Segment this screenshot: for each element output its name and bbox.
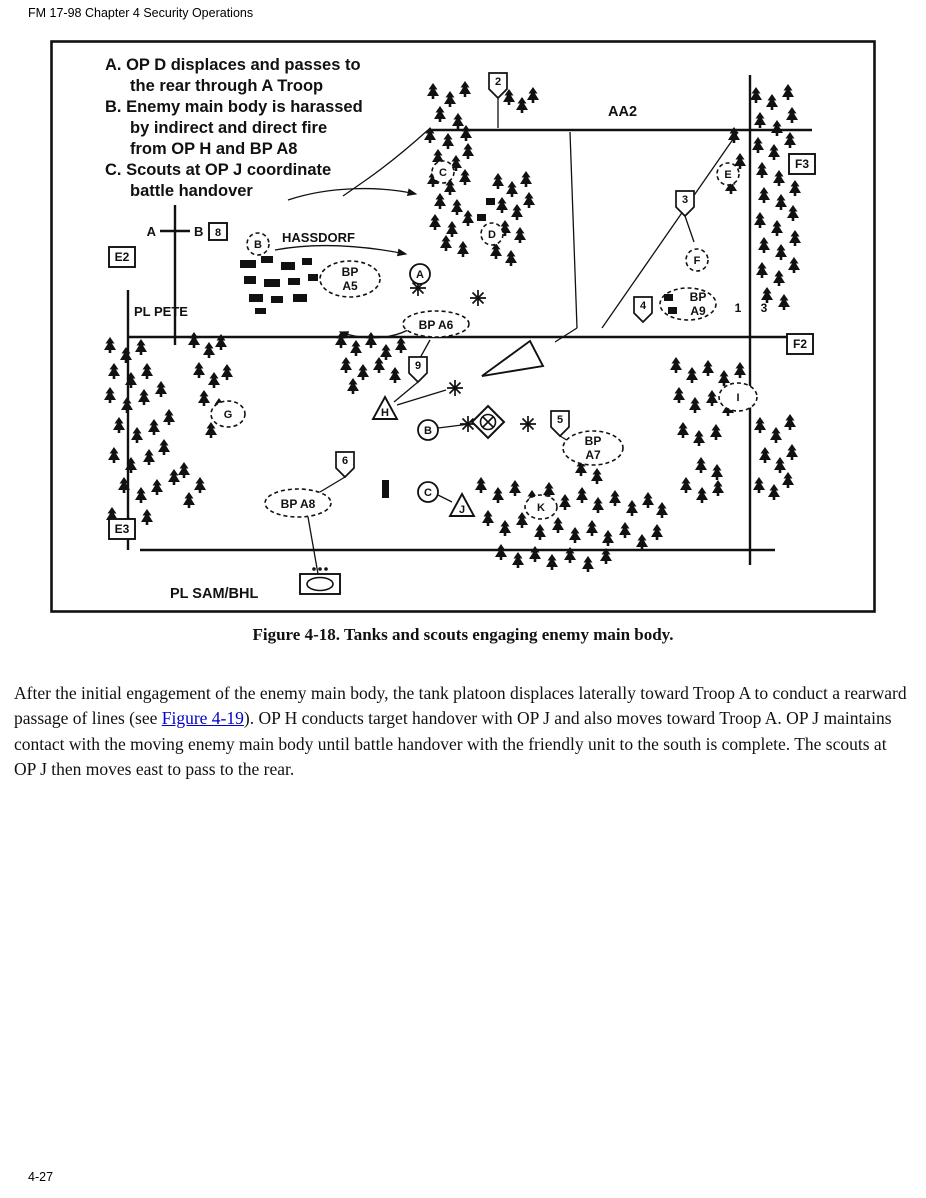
op-position-label: I — [736, 392, 739, 404]
assembly-area-label: AA2 — [608, 104, 637, 120]
op-position-k: K — [524, 494, 558, 520]
battle-position-a5: BP A5 — [319, 260, 381, 298]
figure-4-19-link[interactable]: Figure 4-19 — [161, 708, 244, 728]
bp-label: BP — [585, 434, 602, 448]
op-position-label: F — [694, 255, 701, 267]
boundary-box-label: F2 — [793, 337, 807, 351]
checkpoint-3: 3 — [675, 190, 695, 217]
checkpoint-label: 2 — [495, 76, 501, 88]
boundary-marker-e3: E3 — [108, 518, 136, 540]
bp-label: A5 — [342, 279, 358, 293]
boundary-left-label: A — [147, 224, 157, 239]
op-position-e: E — [716, 162, 740, 186]
boundary-box-label: E2 — [115, 250, 130, 264]
checkpoint-label: 5 — [557, 414, 563, 426]
page-number: 4-27 — [28, 1170, 54, 1184]
op-position-label: E — [724, 169, 731, 181]
op-position-label: C — [439, 167, 447, 179]
callout-label: C — [424, 487, 432, 499]
op-position-c: C — [431, 160, 455, 184]
legend-line: by indirect and direct fire — [130, 119, 327, 137]
battle-position-a9: BP A9 — [659, 287, 717, 321]
phase-line-pete-label: PL PETE — [134, 304, 188, 319]
boundary-marker-e2: E2 — [108, 246, 136, 268]
checkpoint-label: 6 — [342, 455, 348, 467]
figure-caption: Figure 4-18. Tanks and scouts engaging e… — [252, 625, 674, 644]
op-position-label: B — [254, 239, 262, 251]
town-label: HASSDORF — [282, 230, 355, 245]
op-position-label: G — [224, 409, 233, 421]
observation-post-j: J — [449, 493, 475, 517]
figure-4-18-map: A. OP D displaces and passes to the rear… — [50, 40, 876, 613]
boundary-marker-f2: F2 — [786, 333, 814, 355]
legend-line: A. OP D displaces and passes to — [105, 56, 361, 74]
bp-label: BP — [342, 265, 359, 279]
troop-boundary-marker: A B — [147, 224, 204, 239]
paragraph-text-before: After the initial engagement of the enem… — [14, 682, 907, 729]
paragraph-text-after: ). OP H conducts target handover with OP… — [14, 708, 892, 779]
boundary-box-label: E3 — [115, 522, 130, 536]
checkpoint-8: 8 — [208, 222, 228, 241]
action-callout-a: A — [409, 263, 431, 285]
op-position-label: D — [488, 229, 496, 241]
legend-line: battle handover — [130, 182, 253, 200]
callout-label: B — [424, 425, 432, 437]
legend-line: the rear through A Troop — [130, 77, 323, 95]
checkpoint-6: 6 — [335, 451, 355, 478]
op-position-d: D — [480, 222, 504, 246]
legend-line: B. Enemy main body is harassed — [105, 98, 363, 116]
battle-position-a6: BP A6 — [402, 310, 470, 338]
bp-label: BP A8 — [281, 497, 316, 511]
checkpoint-label: 4 — [640, 300, 647, 312]
boundary-box-label: F3 — [795, 157, 809, 171]
boundary-right-label: B — [194, 224, 203, 239]
checkpoint-2: 2 — [488, 72, 508, 99]
bp-label: A9 — [690, 304, 706, 318]
bp-label: BP — [690, 290, 707, 304]
enemy-main-body-symbol — [470, 404, 506, 440]
enemy-advance-arrow — [481, 339, 545, 377]
op-label: J — [459, 504, 465, 516]
unit-boundary-marker: 1 3 — [735, 301, 768, 315]
checkpoint-label: 9 — [415, 360, 421, 372]
unit-right-label: 3 — [761, 301, 768, 315]
op-position-b: B — [246, 232, 270, 256]
checkpoint-label: 8 — [215, 227, 221, 239]
checkpoint-9: 9 — [408, 356, 428, 383]
road-network — [126, 75, 812, 565]
figure-legend: A. OP D displaces and passes to the rear… — [105, 56, 363, 200]
phase-line-sam-label: PL SAM/BHL — [170, 586, 258, 602]
checkpoint-4: 4 — [633, 296, 653, 323]
checkpoint-label: 3 — [682, 194, 688, 206]
hassdorf-buildings — [240, 256, 318, 314]
unit-left-label: 1 — [735, 301, 742, 315]
battle-position-a7: BP A7 — [562, 430, 624, 466]
tank-platoon-symbol — [299, 567, 341, 595]
op-position-f: F — [685, 248, 709, 272]
connector-lines — [274, 98, 695, 575]
observation-post-h: H — [372, 396, 398, 420]
bp-label: A7 — [585, 448, 601, 462]
action-callout-c: C — [417, 481, 439, 503]
callout-label: A — [416, 269, 424, 281]
bp-label: BP A6 — [419, 318, 454, 332]
op-position-label: K — [537, 502, 545, 514]
page-header: FM 17-98 Chapter 4 Security Operations — [28, 6, 254, 20]
checkpoint-5: 5 — [550, 410, 570, 437]
boundary-marker-f3: F3 — [788, 153, 816, 175]
op-position-i: I — [718, 382, 758, 412]
body-paragraph: After the initial engagement of the enem… — [14, 681, 912, 783]
legend-line: C. Scouts at OP J coordinate — [105, 161, 331, 179]
tactical-map: A. OP D displaces and passes to the rear… — [50, 40, 876, 613]
legend-line: from OP H and BP A8 — [130, 140, 297, 158]
battle-position-a8: BP A8 — [264, 488, 332, 518]
action-callout-b: B — [417, 419, 439, 441]
op-label: H — [381, 407, 389, 419]
op-position-g: G — [210, 400, 246, 428]
